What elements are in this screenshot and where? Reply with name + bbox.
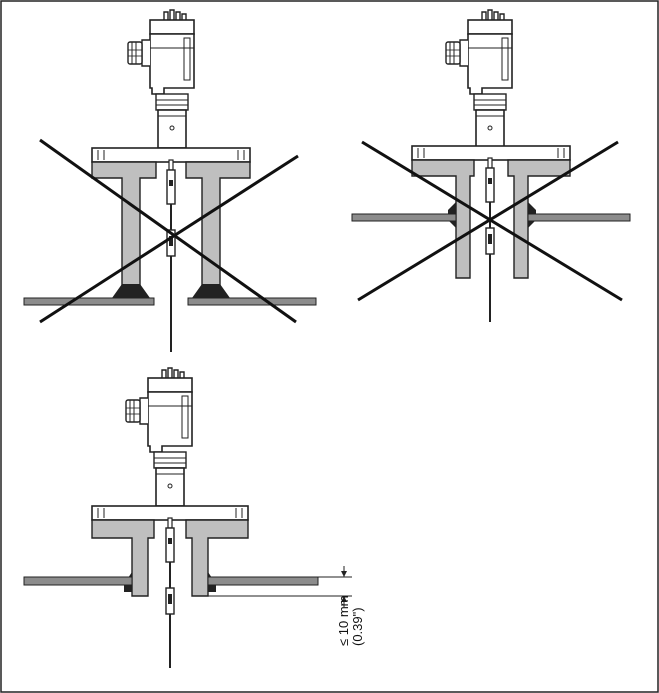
correct-installation [23, 367, 352, 668]
dimension-imperial: (0.39") [350, 607, 365, 646]
dimension-label: ≤ 10 mm (0.39") [336, 595, 365, 646]
dimension-limit: ≤ 10 mm [336, 595, 351, 646]
incorrect-installation-protruding-nozzle [351, 9, 631, 322]
incorrect-installation-long-nozzle [23, 9, 317, 352]
